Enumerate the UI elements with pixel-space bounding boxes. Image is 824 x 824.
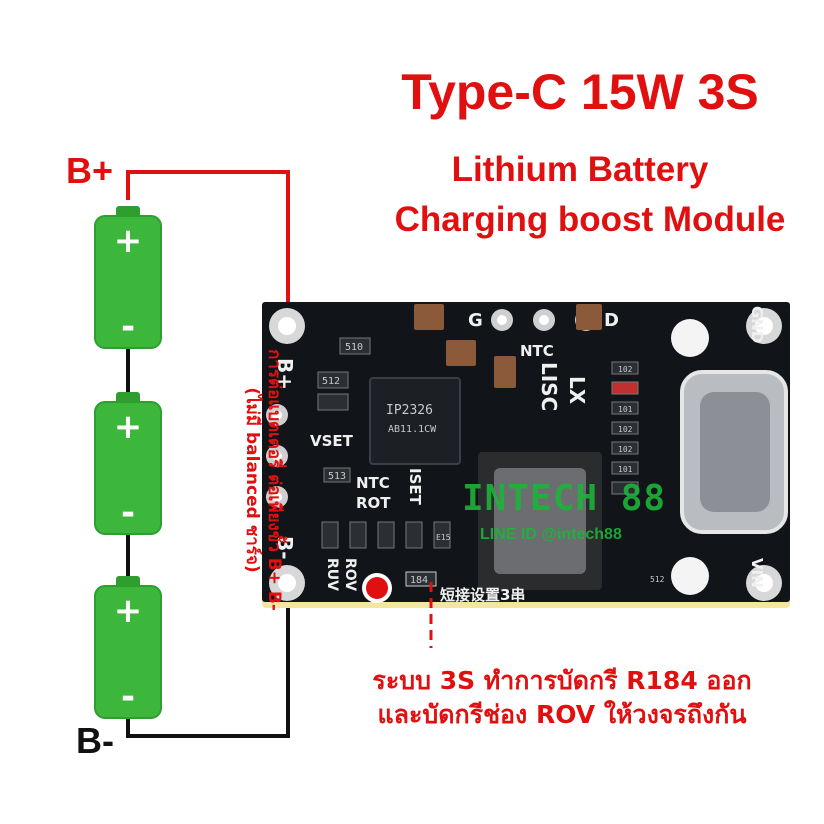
wiring xyxy=(126,170,290,738)
silk-rot: ROT xyxy=(356,494,391,512)
silk-lisc: LISC xyxy=(537,362,561,411)
battery-positive-label: B+ xyxy=(66,150,114,191)
instruction-line1: ระบบ 3S ทำการบัดกรี R184 ออก xyxy=(372,666,752,695)
chip-marking-1: IP2326 xyxy=(386,403,433,418)
positive-wire xyxy=(126,170,290,326)
silk-vset: VSET xyxy=(310,432,354,450)
silk-g: G xyxy=(468,310,483,331)
cell-2-minus: - xyxy=(121,493,135,533)
cell-2-plus: + xyxy=(114,407,143,447)
instruction-line2: และบัดกรีช่อง ROV ให้วงจรถึงกัน xyxy=(377,700,747,729)
silk-ruv: RUV xyxy=(324,558,340,591)
product-title: Type-C 15W 3S xyxy=(401,64,759,120)
silk-vin: VIN xyxy=(748,558,766,588)
silk-ntc-top: NTC xyxy=(520,342,554,360)
instruction-note: ระบบ 3S ทำการบัดกรี R184 ออก และบัดกรีช่… xyxy=(300,664,824,732)
battery-cell-1 xyxy=(94,206,162,349)
product-subtitle-line1: Lithium Battery xyxy=(451,150,709,189)
code-101b: 101 xyxy=(618,465,633,474)
code-512: 512 xyxy=(322,376,340,387)
cell-3-plus: + xyxy=(114,591,143,631)
code-512b: 512 xyxy=(650,575,665,584)
silk-lx: LX xyxy=(565,376,589,405)
code-102c: 102 xyxy=(618,445,633,454)
cell-3-minus: - xyxy=(121,677,135,717)
product-subtitle-line2: Charging boost Module xyxy=(394,200,786,239)
silk-iset: ISET xyxy=(406,468,424,506)
watermark-brand: INTECH 88 xyxy=(462,478,667,519)
silk-pad-bplus: B+ xyxy=(273,358,297,390)
code-513: 513 xyxy=(328,471,346,482)
code-102a: 102 xyxy=(618,365,633,374)
cell-1-plus: + xyxy=(114,221,143,261)
silk-rov: ROV xyxy=(342,558,358,591)
negative-wire xyxy=(126,582,290,738)
code-e15: E15 xyxy=(436,533,451,542)
pcb-board xyxy=(262,302,790,608)
ip2326-chip xyxy=(369,377,461,465)
wiring-note-line1: การต่อแบตเตอรี่ ต่อเพียงขั้ว B+ B- xyxy=(264,349,284,611)
chip-marking-2: AB11.1CW xyxy=(388,424,437,435)
wiring-note-line2: (ไม่มี balanced ชาร์จ) xyxy=(242,387,262,573)
battery-cell-2 xyxy=(94,392,162,535)
silk-bottom-chinese: 短接设置3串 xyxy=(440,586,525,604)
code-102b: 102 xyxy=(618,425,633,434)
code-510: 510 xyxy=(345,342,363,353)
silk-gnd: GND xyxy=(748,306,766,343)
code-101a: 101 xyxy=(618,405,633,414)
battery-cell-3 xyxy=(94,576,162,719)
silk-ntc: NTC xyxy=(356,474,390,492)
watermark-line-id: LINE ID @intech88 xyxy=(480,526,622,543)
cell-1-minus: - xyxy=(121,307,135,347)
silk-d: D xyxy=(604,310,619,331)
silk-pad-bminus: B- xyxy=(273,536,297,560)
code-184: 184 xyxy=(410,575,428,586)
battery-negative-label: B- xyxy=(76,720,114,761)
wiring-note: การต่อแบตเตอรี่ ต่อเพียงขั้ว B+ B- (ไม่ม… xyxy=(241,335,285,625)
